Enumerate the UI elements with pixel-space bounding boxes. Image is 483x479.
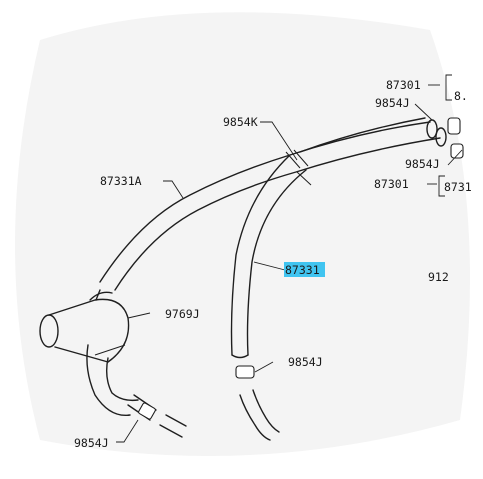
label-87301-mid: 87301 — [374, 177, 409, 191]
label-9854J-top-right: 9854J — [375, 96, 410, 110]
label-87331A: 87331A — [100, 174, 142, 188]
highlight-87331 — [284, 262, 325, 277]
label-87301-top: 87301 — [386, 78, 421, 92]
background-tint — [15, 12, 470, 456]
hose-87331A — [99, 121, 441, 291]
leader-lines — [116, 103, 463, 443]
label-9854K: 9854K — [223, 115, 258, 129]
label-9854J-right: 9854J — [405, 157, 440, 171]
hose-bottom-middle — [235, 365, 280, 441]
label-9769J: 9769J — [165, 307, 200, 321]
label-912: 912 — [428, 270, 449, 284]
hose-bottom-left — [127, 394, 187, 438]
clamp-top-right — [447, 117, 464, 159]
label-87301-mid-suffix: 8731 — [444, 180, 472, 194]
bracket-marks — [427, 74, 452, 197]
label-87331: 87331 — [285, 263, 320, 277]
hose-87331 — [230, 154, 307, 359]
clamp-band-9854K — [285, 149, 312, 186]
label-9854J-bottom: 9854J — [74, 436, 109, 450]
label-9854J-middle: 9854J — [288, 355, 323, 369]
label-87301-top-suffix: 8. — [454, 89, 468, 103]
